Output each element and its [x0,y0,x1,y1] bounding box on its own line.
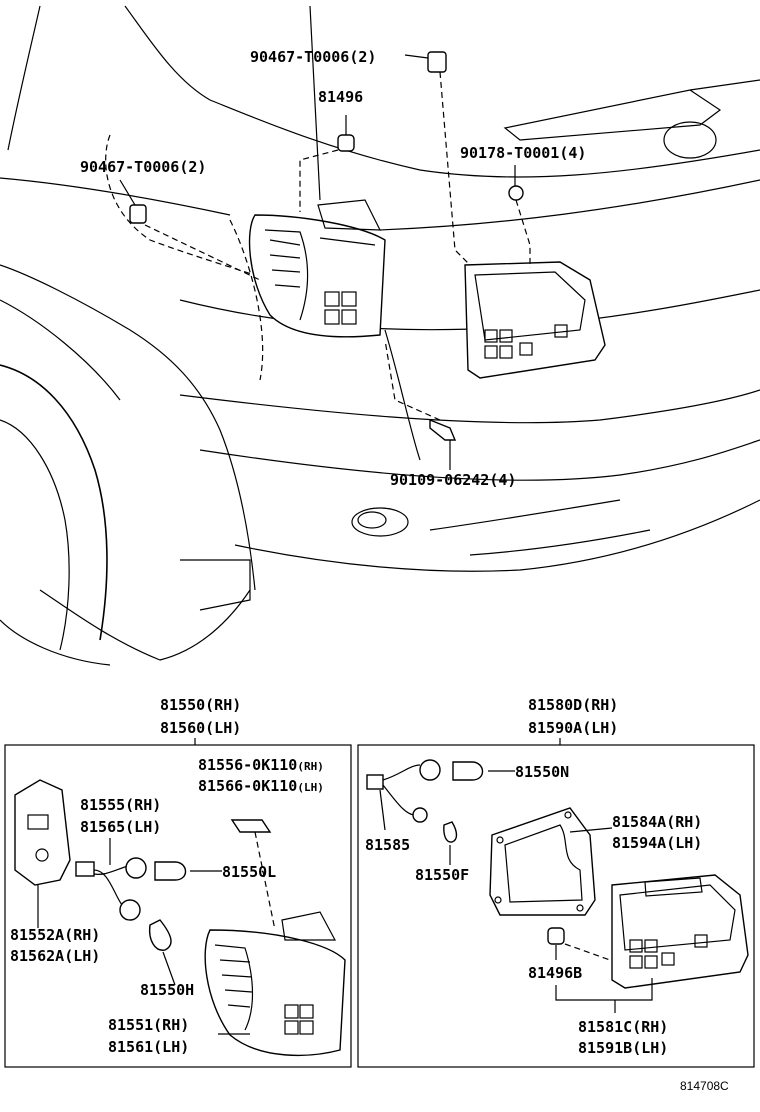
right-title-lh: 81590A(LH) [528,719,618,737]
clip-81496-icon [337,134,355,152]
bulb-h-icon [148,919,172,951]
nut-icon [508,185,524,201]
socket-lower-icon [119,899,141,921]
label-bulb-l: 81550L [222,863,276,881]
label-gasket-lh: 81594A(LH) [612,834,702,852]
right-assembly-box: 81580D(RH) 81590A(LH) 81585 81550N 81550… [357,696,755,1068]
bulb-n-icon [452,761,484,781]
bulb-f-icon [443,821,458,843]
label-nut: 90178-T0001(4) [460,144,586,162]
label-right-lens-lh: 81591B(LH) [578,1039,668,1057]
label-seal-rh: 81556-0K110(RH) [198,756,324,774]
bulb-l-icon [154,861,187,881]
label-gasket-rh: 81584A(RH) [612,813,702,831]
socket-upper-icon [125,857,147,879]
right-title-rh: 81580D(RH) [528,696,618,714]
screw-icon [429,418,457,441]
back-door-lamp-upper [464,261,606,379]
vehicle-rear-body [0,5,760,666]
right-connector-icon [366,774,384,790]
left-title-rh: 81550(RH) [160,696,241,714]
connector-icon [75,861,95,877]
clip-b-icon [547,927,565,945]
label-socket-lh: 81565(LH) [80,818,161,836]
seal-icon [230,819,272,833]
label-socket-rh: 81555(RH) [80,796,161,814]
tail-lamp-upper-assembly [248,199,386,338]
label-clip-top: 90467-T0006(2) [250,48,376,66]
left-title-lh: 81560(LH) [160,719,241,737]
figure-code: 814708C [680,1079,729,1093]
label-bulb-h: 81550H [140,981,194,999]
top-callouts: 90467-T0006(2) 81496 90467-T0006(2) 9017… [80,48,586,489]
leader-lines-top [119,5,531,470]
label-cover-lh: 81562A(LH) [10,947,100,965]
gasket-icon [489,807,596,916]
clip-left-icon [129,204,147,224]
right-socket-upper-icon [419,759,441,781]
tail-lamp-lens-icon [204,929,346,1057]
label-lens-rh: 81551(RH) [108,1016,189,1034]
label-right-lens-rh: 81581C(RH) [578,1018,668,1036]
label-screw: 90109-06242(4) [390,471,516,489]
label-bulb-n: 81550N [515,763,569,781]
label-bulb-f: 81550F [415,866,469,884]
label-lens-lh: 81561(LH) [108,1038,189,1056]
label-81496: 81496 [318,88,363,106]
right-socket-lower-icon [412,807,428,823]
label-clip-b: 81496B [528,964,582,982]
left-assembly-box: 81550(RH) 81560(LH) 81556-0K110(RH) 8156… [4,696,352,1068]
back-door-lens-icon [611,874,749,989]
lamp-cover-icon [14,779,71,886]
label-right-socket: 81585 [365,836,410,854]
label-clip-left: 90467-T0006(2) [80,158,206,176]
label-cover-rh: 81552A(RH) [10,926,100,944]
clip-top-icon [427,51,447,73]
label-seal-lh: 81566-0K110(LH) [198,777,324,795]
